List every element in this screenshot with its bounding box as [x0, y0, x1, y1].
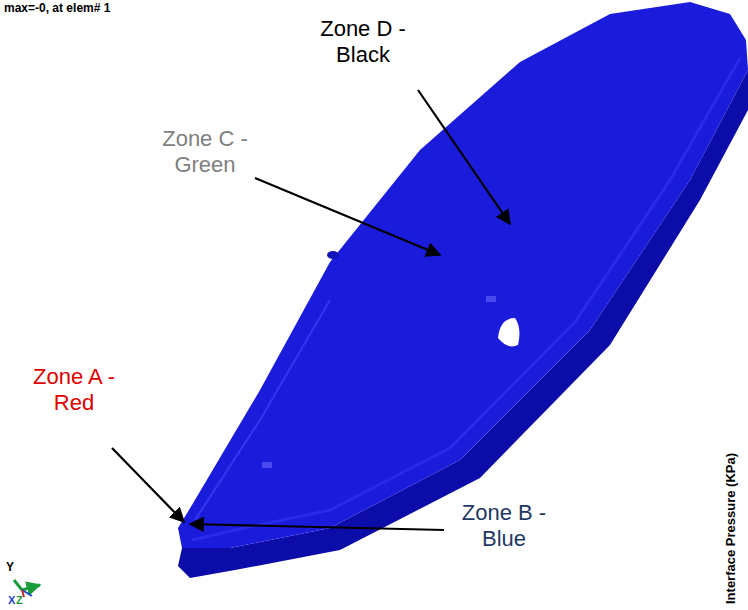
model-facet — [262, 462, 272, 468]
model-hole — [498, 318, 519, 346]
zone-label: Zone C - Green — [147, 126, 263, 179]
axis-arrow — [22, 590, 32, 596]
axis-arrow — [22, 585, 40, 590]
zone-label: Zone A - Red — [16, 364, 132, 417]
axis-arrow — [14, 580, 22, 590]
model-facet — [486, 296, 496, 302]
axis-label: X — [8, 594, 15, 607]
model-dimple — [327, 251, 339, 259]
leader-arrow — [418, 90, 510, 224]
leader-arrow — [255, 178, 440, 255]
model-rim-lower — [195, 300, 330, 520]
zone-label: Zone D - Black — [305, 16, 421, 69]
axis-label: Z — [16, 594, 23, 607]
leader-arrow — [190, 524, 444, 530]
model-rim — [192, 58, 740, 540]
legend-title: Interface Pressure (KPa) — [723, 453, 739, 604]
model-top-face — [178, 2, 748, 548]
leader-arrow — [112, 448, 184, 522]
axis-label: Y — [6, 560, 14, 574]
zone-label: Zone B - Blue — [446, 500, 562, 553]
result-note: max=-0, at elem# 1 — [4, 1, 110, 15]
